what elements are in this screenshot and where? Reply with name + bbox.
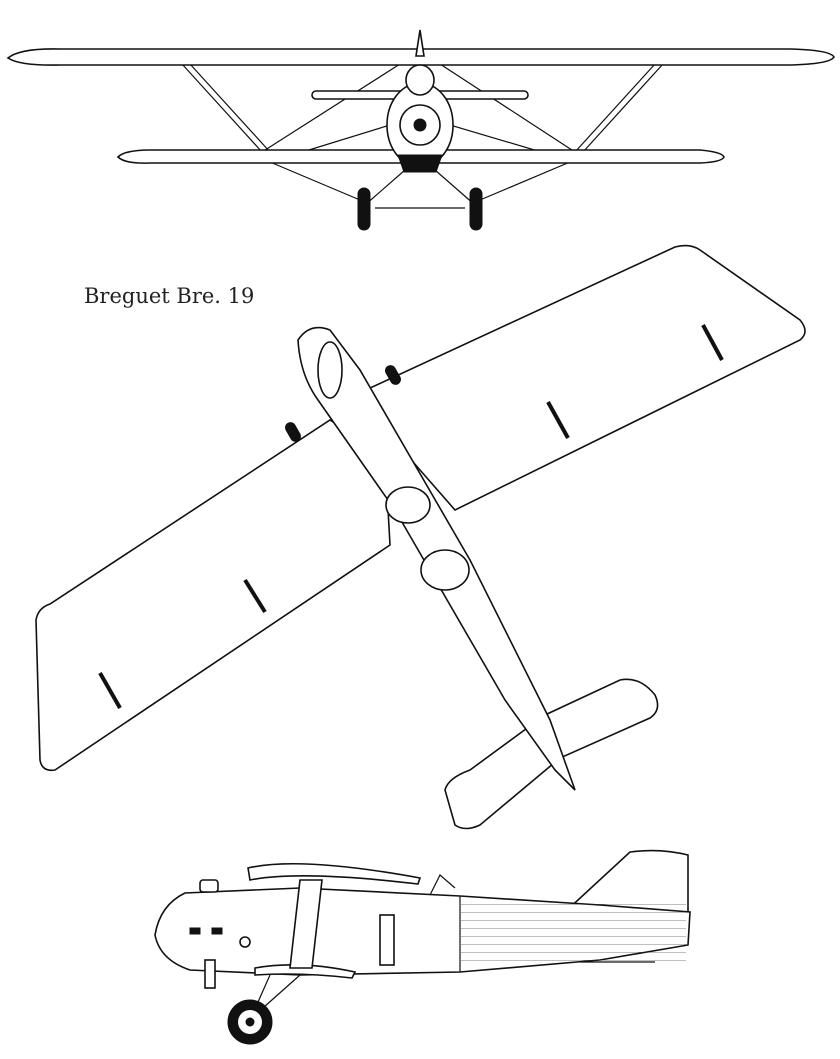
side-view — [154, 849, 691, 1045]
drawing-title: Breguet Bre. 19 — [84, 284, 255, 308]
front-view — [6, 29, 835, 231]
top-view — [35, 244, 806, 830]
